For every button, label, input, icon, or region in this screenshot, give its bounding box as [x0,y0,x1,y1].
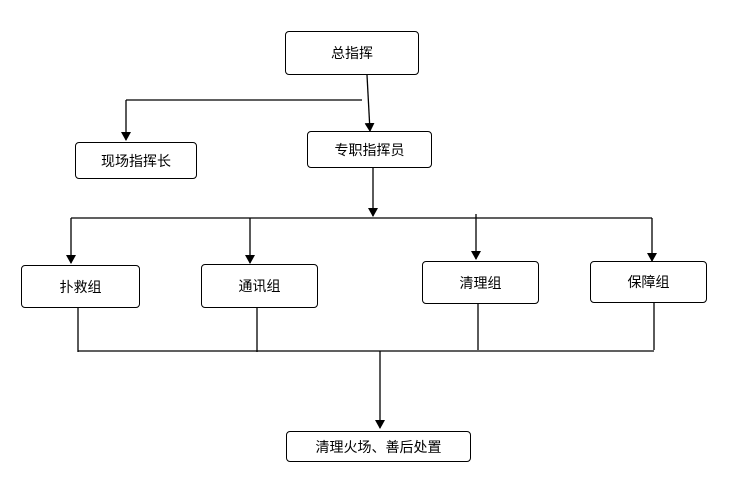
node-rescue-team: 扑救组 [21,265,140,308]
arrow-commander-to-dedicated [364,74,375,132]
node-comm-team: 通讯组 [201,264,318,308]
node-commander: 总指挥 [285,31,419,75]
node-dedicated-commander: 专职指挥员 [307,131,432,168]
node-final-step: 清理火场、善后处置 [286,431,471,462]
node-cleanup-team: 清理组 [422,261,539,304]
node-support-team: 保障组 [590,261,707,303]
node-onsite-chief: 现场指挥长 [75,142,197,179]
